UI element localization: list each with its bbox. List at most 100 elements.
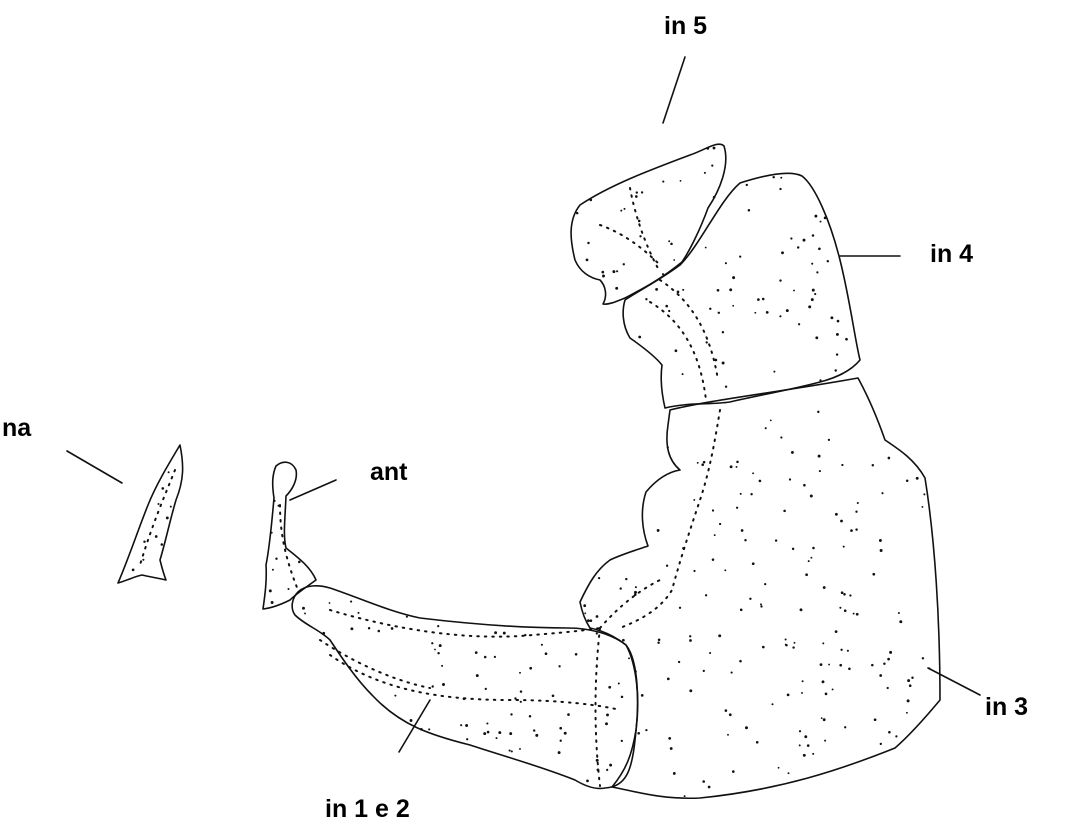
stipple-dot (170, 506, 172, 508)
stipple-dot (596, 615, 599, 618)
stipple-dot (822, 642, 824, 644)
stipple-dot (789, 478, 791, 480)
stipple-dot (673, 772, 676, 775)
stipple-dot (797, 246, 799, 248)
stipple-dot (732, 770, 735, 773)
stipple-dot (576, 212, 579, 215)
stipple-dot (587, 242, 589, 244)
stipple-dot (887, 658, 890, 661)
stipple-dot (811, 298, 814, 301)
stipple-dot (802, 680, 804, 682)
stipple-dot (510, 713, 512, 715)
stipple-dot (780, 436, 782, 438)
stipple-dot (718, 312, 720, 314)
label-ant: ant (370, 460, 408, 485)
leader-ant (290, 480, 336, 500)
stipple-dot (775, 539, 777, 541)
stipple-dot (302, 607, 305, 610)
stipple-dot (487, 731, 490, 734)
stipple-dot (615, 287, 618, 290)
stipple-dot (794, 642, 796, 644)
stipple-dot (718, 634, 721, 637)
stipple-dot (668, 737, 671, 740)
stipple-dot (888, 457, 891, 460)
stipple-dot (624, 208, 626, 210)
stipple-dot (618, 682, 620, 684)
stipple-dot (848, 668, 851, 671)
stipple-dot (519, 748, 521, 750)
stipple-dot (762, 646, 765, 649)
stipple-dot (880, 743, 882, 745)
stipple-dot (817, 411, 819, 413)
stipple-dot (273, 500, 275, 502)
stipple-dot (357, 612, 359, 614)
stipple-dot (879, 539, 882, 542)
stipple-dot (586, 780, 589, 783)
stipple-dot (712, 558, 715, 561)
stipple-dot (609, 764, 612, 767)
stipple-dot (662, 273, 664, 275)
stipple-dot (662, 181, 664, 183)
stipple-dot (780, 177, 782, 179)
stipple-dot (757, 298, 760, 301)
stipple-dot (812, 289, 815, 292)
stipple-dot (378, 630, 381, 633)
stipple-dot (872, 573, 875, 576)
stipple-dot (709, 652, 711, 654)
stipple-dot (639, 235, 641, 237)
stipple-dot (853, 613, 855, 615)
stipple-dot (620, 210, 622, 212)
stipple-dot (410, 719, 413, 722)
stipple-dot (837, 320, 840, 323)
stipple-dot (713, 196, 716, 199)
stipple-dot (872, 464, 874, 466)
stipple-dot (916, 477, 919, 480)
stipple-dot (823, 586, 826, 589)
stipple-dot (739, 255, 741, 257)
stipple-dot (779, 279, 781, 281)
stipple-dot (322, 632, 325, 635)
stipple-dot (779, 188, 781, 190)
stipple-dot (514, 697, 516, 699)
stipple-dot (799, 730, 801, 732)
stipple-dot (736, 466, 738, 468)
label-in-4: in 4 (930, 242, 973, 267)
stipple-dot (635, 586, 637, 588)
stipple-dot (684, 795, 686, 797)
stipple-dot (465, 724, 468, 727)
stipple-dot (277, 505, 279, 507)
stipple-dot (766, 311, 769, 314)
stipple-dot (808, 305, 811, 308)
stipple-dot (689, 635, 691, 637)
stipple-dot (855, 511, 857, 513)
stipple-dot (655, 288, 658, 291)
stipple-dot (634, 591, 637, 594)
stipple-dot (552, 694, 555, 697)
stipple-dot (606, 713, 609, 716)
stipple-dot (703, 670, 705, 672)
stipple-dot (771, 703, 773, 705)
stipple-dot (841, 591, 844, 594)
stipple-dot (645, 729, 647, 731)
stipple-dot (874, 718, 877, 721)
stipple-dot (701, 463, 704, 466)
stipple-dot (810, 495, 813, 498)
stipple-dot (765, 427, 767, 429)
stipple-dot (705, 594, 707, 596)
stipple-dot (725, 709, 728, 712)
stipple-dot (559, 727, 562, 730)
stipple-dot (665, 305, 668, 308)
stipple-dot (835, 513, 838, 516)
stipple-dot (760, 605, 762, 607)
stipple-dot (703, 461, 706, 464)
stipple-dot (157, 503, 159, 505)
stipple-dot (844, 726, 846, 728)
stipple-dot (843, 593, 846, 596)
stipple-dot (739, 660, 742, 663)
stipple-dot (434, 649, 436, 651)
label-in-1-2: in 1 e 2 (325, 797, 410, 822)
stipple-dot (602, 275, 605, 278)
stipple-dot (836, 353, 838, 355)
stipple-dot (657, 642, 659, 644)
stipple-dot (799, 744, 801, 746)
